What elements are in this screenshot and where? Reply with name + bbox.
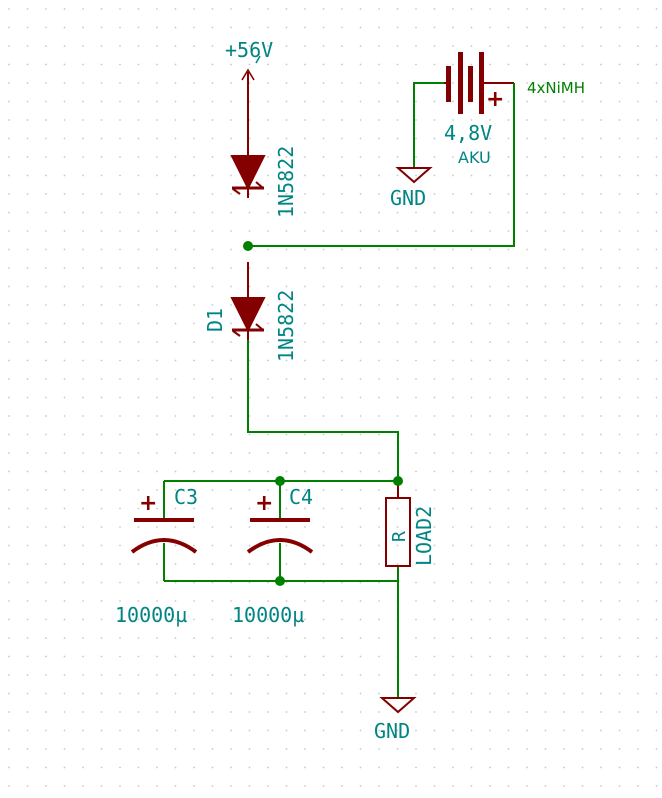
diode-d1-symbol [230,262,266,340]
diode-d1-reference: D1 [203,308,227,332]
junction-dot [393,476,403,486]
capacitor-c3-reference: C3 [174,485,198,509]
power-56v-symbol [241,68,255,150]
diode-top-value: 1N5822 [274,146,298,218]
capacitor-c4-value: 10000µ [232,603,304,627]
capacitor-c4-reference: C4 [289,485,313,509]
junctions [243,241,403,586]
diode-d1-value: 1N5822 [274,290,298,362]
battery-value: 4,8V [444,121,492,145]
diode-top-symbol [230,150,266,198]
battery-polarity-plus: + [486,87,504,112]
capacitor-c4-symbol [246,518,314,554]
capacitor-c3-symbol [130,518,198,554]
junction-dot [243,241,253,251]
resistor-load-value: LOAD2 [412,506,436,566]
resistor-load-reference: R [389,531,410,542]
junction-dot [275,476,285,486]
battery-reference: AKU [458,148,491,167]
components [130,52,515,714]
power-label-tick [255,55,261,64]
ground-main-symbol [379,697,417,714]
junction-dot [275,576,285,586]
battery-symbol [444,52,515,114]
battery-label: 4xNiMH [527,79,585,97]
wire-battery-to-junction [248,88,515,247]
power-56v-label: +56V [225,38,273,62]
capacitor-c3-polarity: + [139,491,157,516]
ground-battery-label: GND [390,186,426,210]
wire-battery-to-ground [413,82,444,168]
capacitor-c3-value: 10000µ [115,603,187,627]
capacitor-c4-polarity: + [255,491,273,516]
ground-battery-symbol [395,167,433,184]
wire-d1-to-load [247,338,399,482]
ground-main-label: GND [374,719,410,743]
